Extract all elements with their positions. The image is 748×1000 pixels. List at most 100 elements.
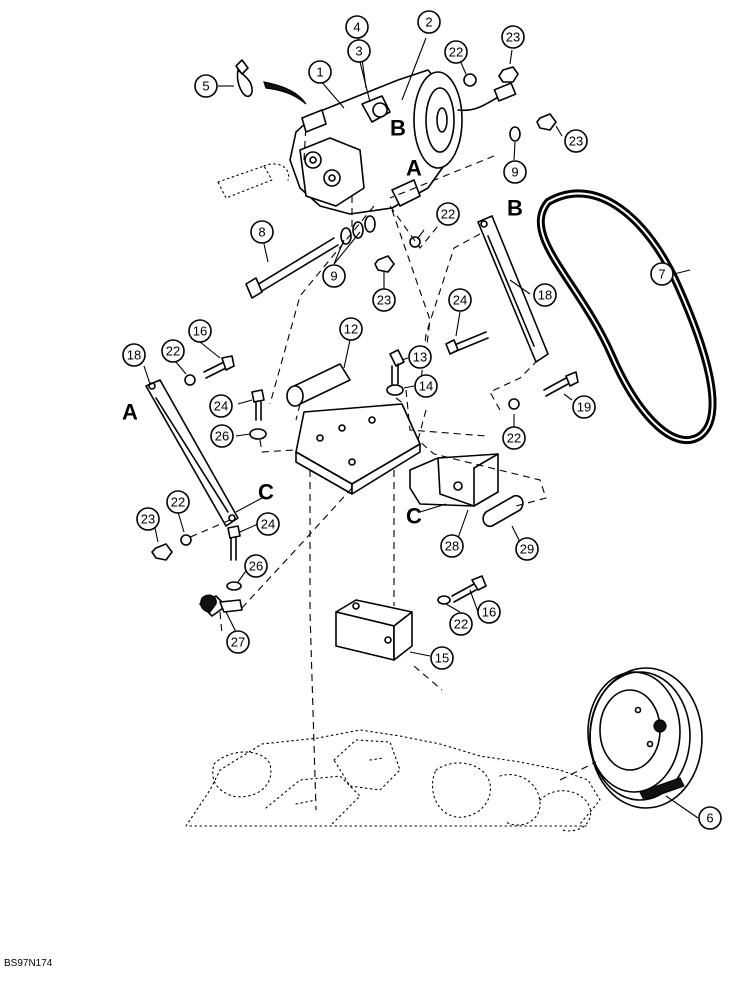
- spacer-washers-drawing: [340, 126, 521, 245]
- svg-text:22: 22: [507, 431, 521, 446]
- callout-13: 13: [408, 345, 432, 369]
- letter-c-arm: C: [258, 480, 274, 505]
- letter-c-bracket: C: [406, 504, 422, 529]
- svg-text:24: 24: [453, 293, 467, 308]
- svg-text:22: 22: [171, 495, 185, 510]
- svg-text:22: 22: [166, 344, 180, 359]
- bolt-16-upper-drawing: [184, 355, 235, 386]
- compressor-drawing: [289, 69, 517, 215]
- support-arm-right-drawing: [477, 215, 549, 363]
- callout-22-left: 22: [161, 339, 185, 363]
- svg-text:15: 15: [435, 651, 449, 666]
- callout-26-lower: 26: [244, 554, 268, 578]
- svg-text:5: 5: [202, 79, 209, 94]
- svg-text:7: 7: [658, 267, 665, 282]
- long-bolt-drawing: [245, 237, 339, 299]
- callout-12: 12: [339, 317, 363, 341]
- callout-24-middle: 24: [209, 394, 233, 418]
- svg-text:8: 8: [258, 225, 265, 240]
- callout-24-lower: 24: [256, 512, 280, 536]
- callout-4: 4: [345, 15, 369, 39]
- small-hardware-drawing: [374, 66, 557, 273]
- svg-text:9: 9: [511, 165, 518, 180]
- bolt-24-middle-drawing: [249, 389, 267, 440]
- svg-text:18: 18: [538, 288, 552, 303]
- svg-text:12: 12: [344, 322, 358, 337]
- drive-belt-drawing: [536, 189, 717, 445]
- svg-text:23: 23: [569, 134, 583, 149]
- svg-text:22: 22: [449, 45, 463, 60]
- support-arm-left-drawing: [145, 379, 239, 527]
- strap-5-drawing: [235, 59, 307, 105]
- callout-6: 6: [698, 806, 722, 830]
- svg-text:3: 3: [355, 44, 362, 59]
- callout-23-right: 23: [564, 129, 588, 153]
- svg-text:9: 9: [330, 269, 337, 284]
- callout-2: 2: [417, 10, 441, 34]
- callout-22-arm: 22: [436, 202, 460, 226]
- svg-text:18: 18: [127, 348, 141, 363]
- callout-27: 27: [226, 630, 250, 654]
- spacer-block-drawing: [335, 575, 487, 661]
- bolt-19-drawing: [508, 371, 579, 410]
- svg-text:26: 26: [249, 559, 263, 574]
- svg-text:19: 19: [577, 400, 591, 415]
- callout-22-top: 22: [444, 40, 468, 64]
- callout-9-lower: 9: [322, 264, 346, 288]
- callout-26-middle: 26: [210, 424, 234, 448]
- letter-a-left: A: [122, 400, 138, 425]
- pulley-drawing: [587, 667, 703, 809]
- svg-text:16: 16: [193, 324, 207, 339]
- callout-8: 8: [250, 220, 274, 244]
- svg-text:27: 27: [231, 635, 245, 650]
- callout-22-lower-left: 22: [166, 490, 190, 514]
- svg-text:22: 22: [454, 617, 468, 632]
- bracket-28-drawing: [409, 453, 524, 528]
- svg-text:22: 22: [441, 207, 455, 222]
- svg-text:28: 28: [445, 539, 459, 554]
- svg-text:24: 24: [261, 517, 275, 532]
- callout-19: 19: [572, 395, 596, 419]
- svg-text:29: 29: [520, 542, 534, 557]
- engine-block-drawing: [185, 729, 601, 832]
- svg-text:26: 26: [215, 429, 229, 444]
- svg-text:6: 6: [706, 811, 713, 826]
- callout-1: 1: [308, 60, 332, 84]
- callout-3: 3: [347, 39, 371, 63]
- svg-text:2: 2: [425, 15, 432, 30]
- callout-7: 7: [650, 262, 674, 286]
- callout-14: 14: [414, 374, 438, 398]
- svg-text:14: 14: [419, 379, 433, 394]
- svg-text:1: 1: [316, 65, 323, 80]
- letter-b-arm: B: [507, 196, 523, 221]
- svg-text:23: 23: [141, 512, 155, 527]
- svg-text:24: 24: [214, 399, 228, 414]
- bolt-13-drawing: [386, 349, 405, 396]
- callout-23-lower-left: 23: [136, 507, 160, 531]
- callout-24-upper: 24: [448, 288, 472, 312]
- svg-text:23: 23: [377, 293, 391, 308]
- mounting-bracket-drawing: [286, 363, 421, 495]
- fitting-drawing: [217, 163, 290, 199]
- svg-text:13: 13: [413, 350, 427, 365]
- svg-text:16: 16: [482, 605, 496, 620]
- callout-23-middle: 23: [372, 288, 396, 312]
- letter-b-compressor: B: [390, 116, 406, 141]
- bolt-24-upper-drawing: [445, 331, 489, 355]
- callout-28: 28: [440, 534, 464, 558]
- svg-text:23: 23: [506, 30, 520, 45]
- callout-22-lower: 22: [449, 612, 473, 636]
- callout-15: 15: [430, 646, 454, 670]
- lower-left-hardware-drawing: [151, 525, 243, 617]
- callout-18-right: 18: [533, 283, 557, 307]
- callout-18-left: 18: [122, 343, 146, 367]
- svg-text:4: 4: [353, 20, 360, 35]
- figure-code: BS97N174: [4, 958, 53, 969]
- callout-9-upper: 9: [503, 160, 527, 184]
- letter-a-compressor: A: [406, 156, 422, 181]
- callout-5: 5: [194, 74, 218, 98]
- callout-16-lower: 16: [477, 600, 501, 624]
- callout-23-top: 23: [501, 25, 525, 49]
